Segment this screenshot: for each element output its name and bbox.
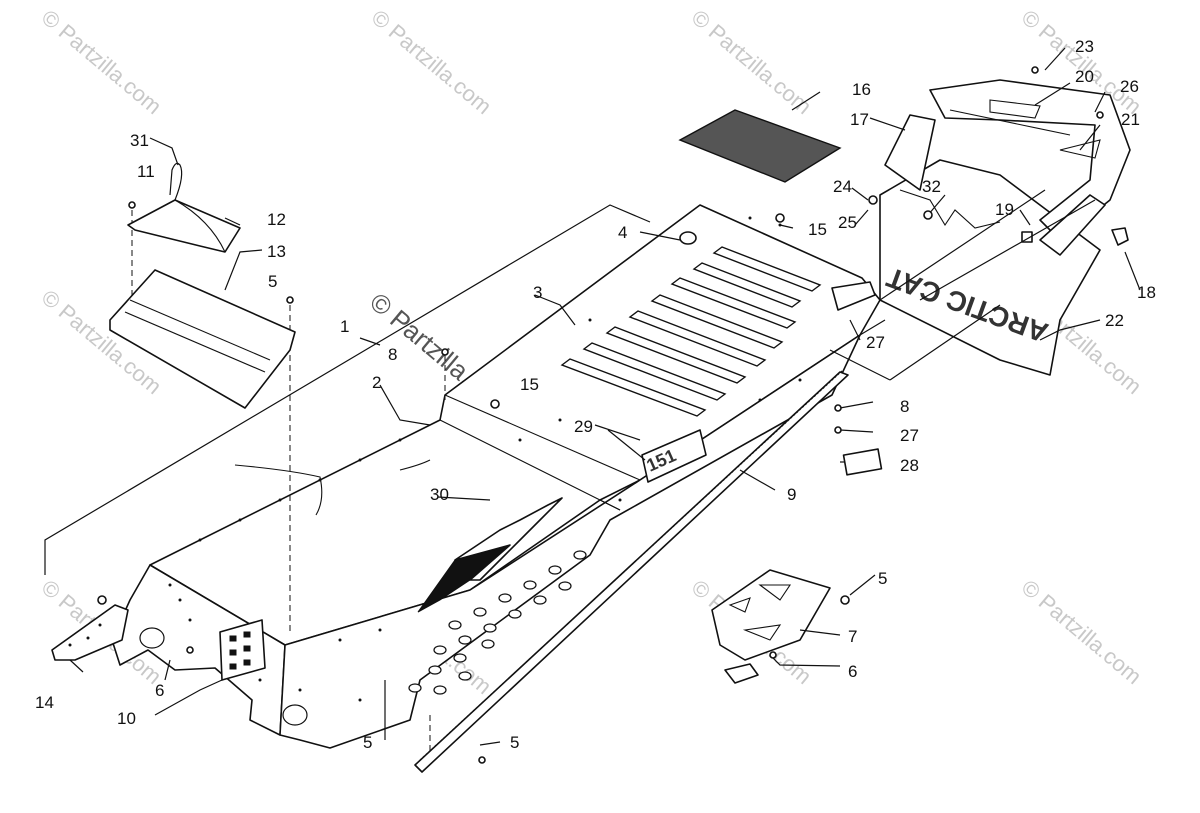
callout-8b: 8: [900, 397, 909, 416]
tunnel-holes: [408, 550, 587, 695]
callout-5b: 5: [878, 569, 887, 588]
tunnel-assembly: 15 1: [111, 204, 881, 773]
rear-bumper: ARCTIC CAT: [879, 79, 1131, 376]
mud-flap-14: [51, 604, 129, 661]
traction-pad-16: [678, 109, 842, 183]
decal-151: [641, 429, 707, 483]
heat-shield-13: [109, 269, 296, 409]
callout-23: 23: [1075, 37, 1094, 56]
cap-4: [679, 231, 697, 245]
deck-slots: [560, 246, 822, 417]
callout-18: 18: [1137, 283, 1156, 302]
callout-9: 9: [787, 485, 796, 504]
callout-5c: 5: [363, 733, 372, 752]
callout-10: 10: [117, 709, 136, 728]
callout-31: 31: [130, 131, 149, 150]
assembly-bracket: [44, 204, 651, 575]
flap-27: [831, 281, 876, 311]
callout-5d: 5: [510, 733, 519, 752]
callout-27a: 27: [866, 333, 885, 352]
callout-12: 12: [267, 210, 286, 229]
callout-30: 30: [430, 485, 449, 504]
leader-lines: [69, 47, 1141, 746]
callout-25: 25: [838, 213, 857, 232]
footrest-7: [711, 569, 831, 684]
callout-6a: 6: [155, 681, 164, 700]
callout-6b: 6: [848, 662, 857, 681]
plate-10: [219, 619, 266, 681]
callout-27b: 27: [900, 426, 919, 445]
callouts: 1 2 3 4 5 5 5 5 6 6 7 8 8 9 10 11 12 13 …: [35, 37, 1156, 752]
callout-22: 22: [1105, 311, 1124, 330]
callout-19: 19: [995, 200, 1014, 219]
callout-21: 21: [1121, 110, 1140, 129]
callout-8a: 8: [388, 345, 397, 364]
callout-5a: 5: [268, 272, 277, 291]
fasteners: [97, 66, 1104, 764]
watermark: © Partzilla.com: [1017, 575, 1147, 689]
watermark: © Partzilla.com: [367, 5, 497, 119]
heat-shield-12: [127, 199, 241, 253]
watermark: © Partzilla.com: [37, 5, 167, 119]
callout-26: 26: [1120, 77, 1139, 96]
callout-13: 13: [267, 242, 286, 261]
callout-15b: 15: [520, 375, 539, 394]
wear-strip: [414, 371, 849, 773]
callout-16: 16: [852, 80, 871, 99]
callout-17: 17: [850, 110, 869, 129]
callout-32: 32: [922, 177, 941, 196]
callout-29: 29: [574, 417, 593, 436]
callout-1: 1: [340, 317, 349, 336]
callout-3: 3: [533, 283, 542, 302]
callout-4: 4: [618, 223, 627, 242]
callout-7: 7: [848, 627, 857, 646]
callout-2: 2: [372, 373, 381, 392]
callout-11: 11: [137, 162, 155, 181]
watermark: © Partzilla.com: [687, 5, 817, 119]
callout-20: 20: [1075, 67, 1094, 86]
callout-24: 24: [833, 177, 852, 196]
callout-15a: 15: [808, 220, 827, 239]
strap-31: [169, 162, 183, 201]
callout-14: 14: [35, 693, 54, 712]
callout-28: 28: [900, 456, 919, 475]
